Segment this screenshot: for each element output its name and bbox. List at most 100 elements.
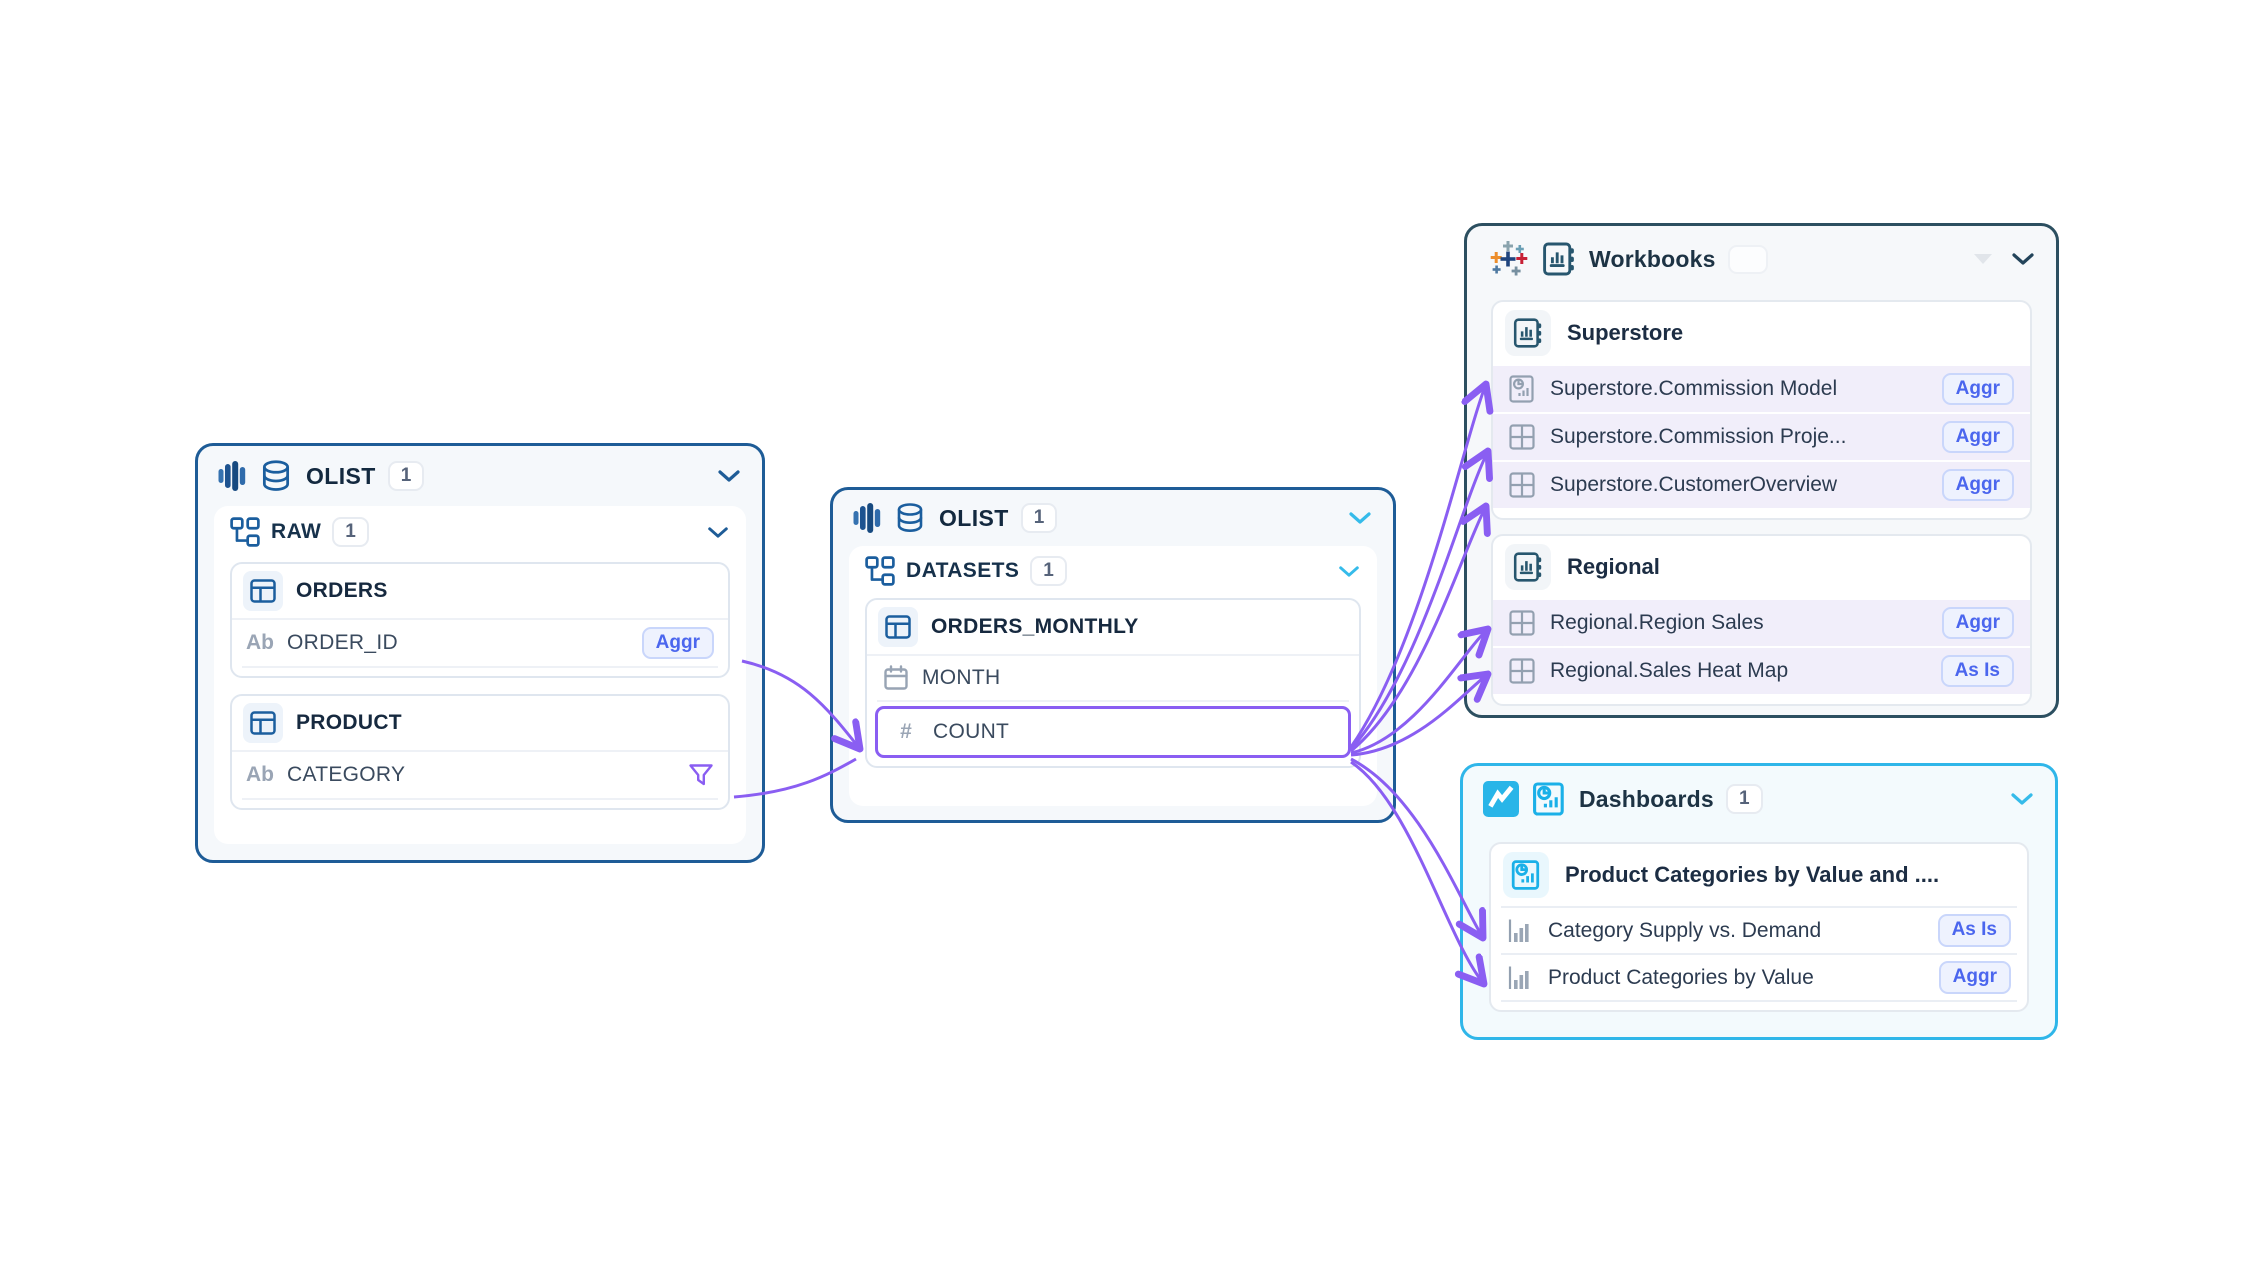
usage-row-category-supply[interactable]: Category Supply vs. Demand As Is — [1491, 908, 2027, 953]
field-row-order-id[interactable]: Ab ORDER_ID Aggr — [232, 620, 728, 666]
workbook-icon-box — [1505, 310, 1551, 356]
field-name: CATEGORY — [287, 763, 406, 786]
bar-chart-icon — [1508, 919, 1529, 942]
raw-section-title: RAW — [271, 520, 322, 543]
field-row-count-highlighted[interactable]: # COUNT — [875, 706, 1351, 758]
grid-icon — [1509, 610, 1535, 636]
database-icon — [262, 460, 290, 491]
workbook-icon — [1513, 318, 1542, 348]
filter-icon[interactable] — [688, 763, 714, 787]
table-name: ORDERS_MONTHLY — [931, 615, 1139, 638]
table-product-title-row[interactable]: PRODUCT — [232, 696, 728, 750]
dataset-panel: OLIST 1 DATASETS 1 — [830, 487, 1396, 823]
usage-label: Product Categories by Value — [1548, 965, 1814, 989]
table-name: PRODUCT — [296, 711, 402, 734]
table-name: ORDERS — [296, 579, 388, 602]
dataset-count-badge: 1 — [1020, 502, 1058, 534]
text-type-icon: Ab — [246, 763, 274, 786]
usage-row-region-sales[interactable]: Regional.Region Sales Aggr — [1493, 600, 2030, 646]
dashboards-panel-header[interactable]: Dashboards 1 — [1463, 766, 2055, 832]
tableau-logo-icon — [1490, 241, 1528, 276]
datasets-section-header[interactable]: DATASETS 1 — [865, 548, 1361, 594]
table-card-orders: ORDERS Ab ORDER_ID Aggr — [230, 562, 730, 678]
field-row-month[interactable]: MONTH — [867, 656, 1359, 700]
grid-icon — [1509, 472, 1535, 498]
dashboards-count-badge: 1 — [1725, 783, 1763, 815]
usage-label: Category Supply vs. Demand — [1548, 918, 1822, 942]
text-type-icon: Ab — [246, 631, 274, 654]
table-icon-box — [243, 703, 283, 743]
grid-icon — [1509, 658, 1535, 684]
chevron-down-icon[interactable] — [2009, 791, 2035, 807]
dashboard-icon — [1511, 860, 1540, 890]
workbook-icon — [1513, 552, 1542, 582]
dataset-panel-title: OLIST — [939, 504, 1009, 531]
aggr-badge: Aggr — [641, 626, 714, 660]
group-name: Regional — [1567, 554, 1660, 579]
workbooks-panel: Workbooks — [1464, 223, 2059, 718]
usage-row-commission-proje[interactable]: Superstore.Commission Proje... Aggr — [1493, 414, 2030, 460]
schema-icon — [865, 556, 895, 586]
source-inner-card: RAW 1 ORDERS — [214, 506, 746, 844]
chevron-down-icon[interactable] — [716, 468, 742, 484]
dashboard-group-title-row[interactable]: Product Categories by Value and .... — [1491, 844, 2027, 906]
sort-triangle-icon — [1974, 254, 1992, 264]
dataset-panel-header[interactable]: OLIST 1 — [833, 490, 1393, 546]
usage-row-product-categories[interactable]: Product Categories by Value Aggr — [1491, 955, 2027, 1000]
workbooks-panel-header[interactable]: Workbooks — [1467, 226, 2056, 292]
table-icon — [250, 711, 276, 735]
source-panel-header[interactable]: OLIST 1 — [198, 446, 762, 506]
table-orders-title-row[interactable]: ORDERS — [232, 564, 728, 618]
dashboard-group-card: Product Categories by Value and .... Cat… — [1489, 842, 2029, 1012]
dashboard-icon-box — [1503, 852, 1549, 898]
usage-row-customer-overview[interactable]: Superstore.CustomerOverview Aggr — [1493, 462, 2030, 508]
bar-chart-icon — [1508, 966, 1529, 989]
table-card-orders-monthly: ORDERS_MONTHLY MONTH # COUNT — [865, 598, 1361, 768]
number-type-icon: # — [900, 720, 912, 743]
count-badge-empty — [1727, 244, 1768, 274]
usage-row-commission-model[interactable]: Superstore.Commission Model Aggr — [1493, 366, 2030, 412]
table-icon-box — [878, 607, 918, 647]
group-name: Product Categories by Value and .... — [1565, 862, 1940, 887]
datasets-section-title: DATASETS — [906, 559, 1020, 582]
raw-section-header[interactable]: RAW 1 — [230, 508, 730, 556]
datasets-count-badge: 1 — [1030, 555, 1067, 587]
pulse-chart-icon — [1483, 781, 1519, 817]
group-superstore-title-row[interactable]: Superstore — [1493, 302, 2030, 364]
source-panel-title: OLIST — [306, 462, 376, 489]
workbooks-panel-title: Workbooks — [1589, 245, 1716, 272]
data-stack-icon — [218, 461, 246, 491]
usage-label: Superstore.Commission Proje... — [1550, 425, 1847, 448]
field-name: ORDER_ID — [287, 631, 398, 654]
sheet-chart-icon — [1509, 375, 1534, 403]
workbook-group-regional: Regional Regional.Region Sales Aggr Regi… — [1491, 534, 2032, 706]
field-row-category[interactable]: Ab CATEGORY — [232, 752, 728, 798]
dashboards-panel: Dashboards 1 Product Categories by Value… — [1460, 763, 2058, 1040]
field-name: MONTH — [922, 666, 1001, 689]
aggr-badge: Aggr — [1938, 961, 2011, 994]
field-name: COUNT — [933, 720, 1010, 743]
usage-label: Superstore.Commission Model — [1550, 377, 1838, 400]
table-card-product: PRODUCT Ab CATEGORY — [230, 694, 730, 810]
group-name: Superstore — [1567, 320, 1684, 345]
chevron-down-icon[interactable] — [1337, 564, 1361, 579]
calendar-icon — [884, 665, 908, 690]
table-orders-monthly-title-row[interactable]: ORDERS_MONTHLY — [867, 600, 1359, 654]
usage-label: Superstore.CustomerOverview — [1550, 473, 1838, 496]
source-count-badge: 1 — [387, 460, 425, 492]
database-icon — [897, 503, 923, 533]
chevron-down-icon[interactable] — [706, 525, 730, 540]
as-is-badge: As Is — [1937, 914, 2011, 947]
usage-row-sales-heat-map[interactable]: Regional.Sales Heat Map As Is — [1493, 648, 2030, 694]
usage-label: Regional.Sales Heat Map — [1550, 659, 1789, 682]
group-regional-title-row[interactable]: Regional — [1493, 536, 2030, 598]
workbook-icon-box — [1505, 544, 1551, 590]
chevron-down-icon[interactable] — [1347, 510, 1373, 526]
schema-icon — [230, 517, 260, 547]
chevron-down-icon[interactable] — [2010, 251, 2036, 267]
grid-icon — [1509, 424, 1535, 450]
aggr-badge: Aggr — [1941, 606, 2014, 640]
aggr-badge: Aggr — [1941, 420, 2014, 454]
table-icon — [885, 615, 911, 639]
